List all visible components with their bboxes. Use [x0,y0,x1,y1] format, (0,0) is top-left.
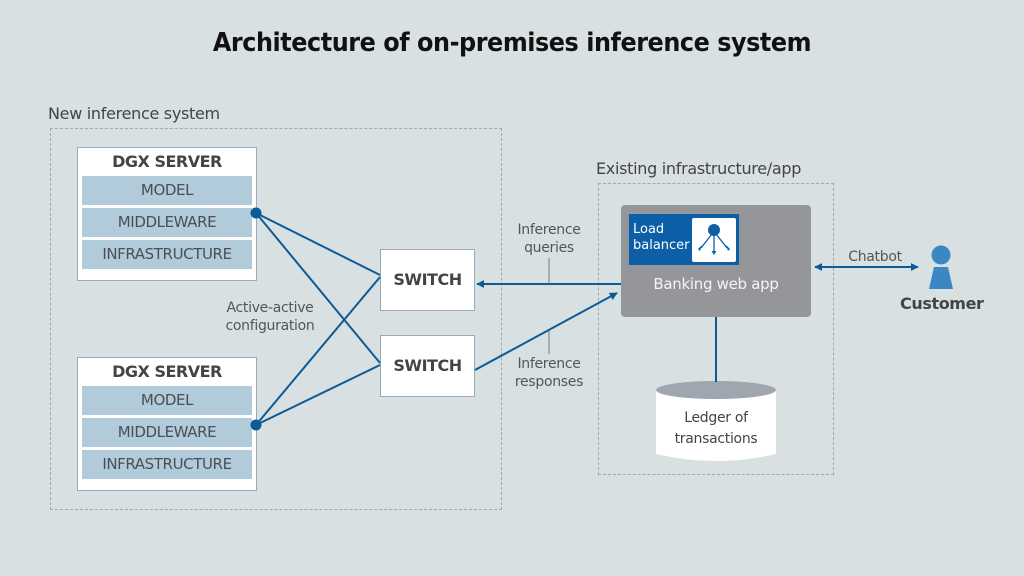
dgx-server-2[interactable]: DGX SERVER MODEL MIDDLEWARE INFRASTRUCTU… [77,357,257,491]
layer-infrastructure: INFRASTRUCTURE [82,240,252,269]
load-balancer-icon [692,218,736,262]
dgx-server-1[interactable]: DGX SERVER MODEL MIDDLEWARE INFRASTRUCTU… [77,147,257,281]
layer-infrastructure: INFRASTRUCTURE [82,450,252,479]
chatbot-label: Chatbot [848,249,902,265]
diagram-title: Architecture of on-premises inference sy… [212,28,812,58]
ledger-label: Ledger of transactions [655,408,777,450]
active-active-annotation: Active-active configuration [210,299,330,335]
link-server2-switch1 [255,276,381,426]
ledger-database[interactable] [655,380,777,464]
layer-middleware: MIDDLEWARE [82,418,252,447]
switch-1[interactable]: SWITCH [380,249,475,311]
link-server1-switch1 [255,212,381,276]
server-title: DGX SERVER [112,362,222,381]
label-line: balancer [633,238,690,253]
inference-queries-label: Inference queries [504,221,594,257]
link-server2-switch2 [255,364,381,426]
layer-middleware: MIDDLEWARE [82,208,252,237]
new-system-group [50,128,502,510]
server2-port [250,419,262,431]
server-title: DGX SERVER [112,152,222,171]
label-line: transactions [674,431,758,447]
existing-infra-label: Existing infrastructure/app [596,159,802,178]
existing-infra-group [598,183,834,475]
load-balancer[interactable]: Load balancer [629,214,739,265]
annotation-line: queries [524,240,574,256]
annotation-line: Inference [517,222,581,238]
label-line: Ledger of [684,410,748,426]
annotation-line: Inference [517,356,581,372]
server1-port [250,207,262,219]
inference-responses-label: Inference responses [504,355,594,391]
link-server1-switch2 [255,212,381,364]
new-system-label: New inference system [48,104,220,123]
customer-label: Customer [900,294,984,313]
layer-model: MODEL [82,176,252,205]
layer-model: MODEL [82,386,252,415]
annotation-line: Active-active [226,300,314,316]
banking-web-app-label: Banking web app [653,275,779,293]
label-line: Load [633,222,665,237]
responses-arrow [474,292,618,371]
annotation-line: responses [514,374,584,390]
load-balancer-label: Load balancer [633,222,690,254]
person-icon [924,244,958,292]
switch-2[interactable]: SWITCH [380,335,475,397]
annotation-line: configuration [225,318,315,334]
